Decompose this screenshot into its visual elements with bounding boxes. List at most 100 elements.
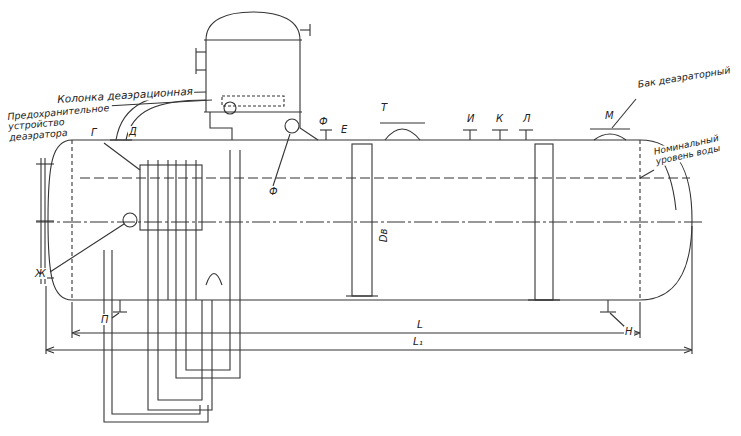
internal-pipes xyxy=(206,274,222,286)
water-seal-loops xyxy=(112,250,200,414)
tank-shell xyxy=(72,299,640,300)
saddle-support xyxy=(352,144,372,296)
internal-pipes xyxy=(185,160,186,300)
top-nozzles xyxy=(380,122,425,123)
nozzle-letter: П xyxy=(100,314,110,325)
nozzle-letter: И xyxy=(466,113,475,124)
nozzle-letter: Л xyxy=(522,113,532,124)
manhole-flange xyxy=(36,220,54,221)
water-seal-loops xyxy=(104,250,208,422)
tank-shell xyxy=(48,140,692,300)
nozzle-letter: Dв xyxy=(378,228,389,244)
deaeration-column xyxy=(309,24,310,36)
deaeration-column xyxy=(206,12,300,40)
centerline xyxy=(36,178,704,222)
deaeration-column xyxy=(224,102,236,114)
deaeration-column xyxy=(196,51,206,52)
deaeration-column xyxy=(196,69,206,70)
bottom-nozzles xyxy=(113,311,127,312)
deaeration-column xyxy=(204,111,302,112)
nozzle-letter: Е xyxy=(340,124,348,135)
top-nozzles xyxy=(499,130,500,140)
deaeration-column xyxy=(222,96,284,106)
top-nozzles xyxy=(519,129,533,130)
deaeration-column xyxy=(300,29,310,30)
top-nozzles xyxy=(320,129,332,130)
bottom-nozzles xyxy=(607,300,608,312)
manhole-flange xyxy=(36,158,54,284)
top-nozzles xyxy=(320,123,630,140)
dimension-line xyxy=(691,226,692,354)
dimension-line xyxy=(46,347,692,353)
manhole-flange xyxy=(36,163,54,164)
dimension-line xyxy=(45,286,46,354)
water-seal-loops xyxy=(176,150,240,378)
nozzle-letter: Т xyxy=(380,102,388,113)
water-seal-loops xyxy=(148,300,212,410)
dimension-line xyxy=(72,330,640,336)
top-nozzles xyxy=(385,129,420,140)
bottom-nozzles xyxy=(600,311,616,312)
internal-pipes xyxy=(157,160,158,300)
internal-pipes xyxy=(123,213,137,227)
saddle-support xyxy=(346,295,378,296)
nozzle-letter: Д xyxy=(128,126,138,137)
centerline xyxy=(80,177,690,178)
tank-shell xyxy=(639,140,640,300)
deaeration-column xyxy=(285,119,299,133)
tank-shell xyxy=(72,139,640,140)
saddle-support xyxy=(346,144,560,300)
leader-line xyxy=(273,134,290,186)
nozzle-letter: М xyxy=(604,110,615,121)
relief-pipe xyxy=(126,100,206,140)
deaeration-column xyxy=(195,48,196,74)
nozzle-letter: Ж xyxy=(34,268,47,279)
relief-pipe xyxy=(110,139,132,140)
tank-shell xyxy=(71,140,72,300)
saddle-support xyxy=(535,144,553,300)
leader-line xyxy=(50,99,654,328)
deaeration-column xyxy=(300,112,318,140)
leader-line xyxy=(112,313,119,318)
top-nozzles xyxy=(525,130,526,140)
nozzle-letter: L₁ xyxy=(412,336,424,348)
water-seal-loops xyxy=(186,150,230,370)
top-nozzles xyxy=(469,130,470,140)
top-nozzles xyxy=(594,134,626,140)
water-seal-loops xyxy=(104,150,240,422)
top-nozzles xyxy=(325,130,326,140)
nozzle-letter: L xyxy=(416,319,424,331)
top-nozzles xyxy=(590,128,630,129)
saddle-support xyxy=(528,299,560,300)
leader-line xyxy=(50,224,124,272)
dimension-line xyxy=(72,332,640,333)
bottom-nozzles xyxy=(113,300,616,312)
nozzle-letter: Н xyxy=(624,326,634,337)
nozzle-letter: Ф xyxy=(268,186,279,197)
callout-text: Бак деаэраторный xyxy=(636,65,732,90)
leader-line xyxy=(640,170,654,178)
deaeration-column xyxy=(205,40,206,112)
dimension-line xyxy=(46,349,692,350)
internal-pipes xyxy=(147,160,148,300)
deaeration-column xyxy=(204,39,302,40)
callout-text: Предохранительное устройство деаэратора xyxy=(6,103,114,143)
leader-line xyxy=(104,143,140,170)
deaeration-column xyxy=(196,12,318,140)
leader-line xyxy=(612,99,636,128)
callout-text: Номинальный уровень воды xyxy=(652,131,738,168)
internal-pipes xyxy=(123,160,222,300)
internal-pipes xyxy=(195,160,196,300)
deaeration-column xyxy=(210,112,232,140)
deaeration-column xyxy=(299,40,300,112)
top-nozzles xyxy=(463,129,477,130)
internal-pipes xyxy=(167,160,168,300)
top-nozzles xyxy=(492,129,508,130)
dimension-line xyxy=(46,226,692,354)
nozzle-letter: Ф xyxy=(318,116,329,127)
nozzle-letter: К xyxy=(495,113,504,124)
internal-pipes xyxy=(140,165,202,230)
bottom-nozzles xyxy=(119,300,120,312)
internal-pipes xyxy=(175,160,176,300)
